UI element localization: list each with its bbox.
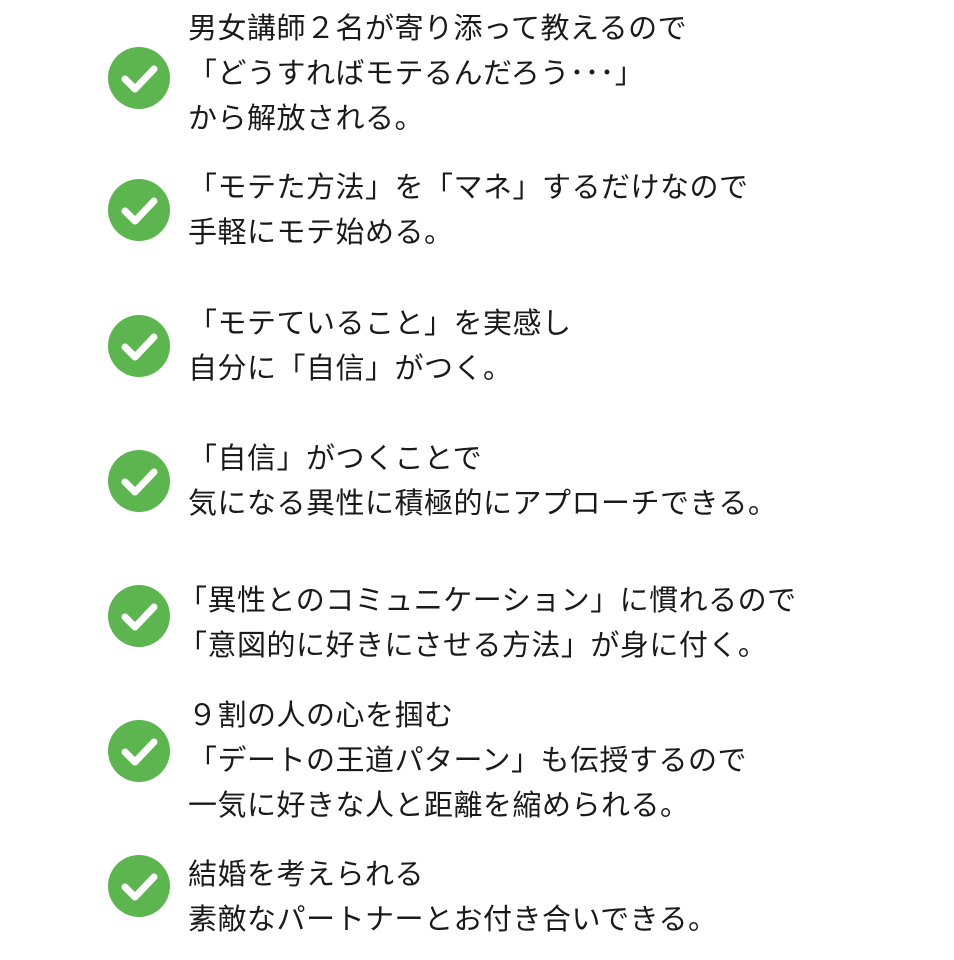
check-circle-icon	[108, 585, 170, 647]
check-circle-icon	[108, 179, 170, 241]
benefit-line: 自分に「自信」がつく。	[188, 351, 513, 385]
benefit-line: 「モテた方法」を「マネ」するだけなので	[188, 170, 749, 204]
check-circle-icon	[108, 450, 170, 512]
check-circle-icon	[108, 855, 170, 917]
benefit-line: から解放される。	[188, 101, 425, 135]
benefit-line: ９割の人の心を掴む	[188, 698, 454, 732]
benefit-line: 素敵なパートナーとお付き合いできる。	[188, 902, 718, 936]
benefit-text: ９割の人の心を掴む 「デートの王道パターン」も伝授するので 一気に好きな人と距離…	[188, 693, 928, 828]
benefit-line: 「異性とのコミュニケーション」に慣れるので	[178, 583, 797, 617]
benefit-line: 一気に好きな人と距離を縮められる。	[188, 788, 690, 822]
benefit-line: 男女講師２名が寄り添って教えるので	[188, 11, 688, 45]
benefit-text: 「自信」がつくことで 気になる異性に積極的にアプローチできる。	[188, 436, 928, 526]
benefit-line: 「どうすればモテるんだろう･･･」	[188, 56, 645, 90]
benefit-text: 男女講師２名が寄り添って教えるので 「どうすればモテるんだろう･･･」 から解放…	[188, 6, 928, 141]
benefit-text: 「モテた方法」を「マネ」するだけなので 手軽にモテ始める。	[188, 165, 928, 255]
check-circle-icon	[108, 47, 170, 109]
benefit-line: 結婚を考えられる	[188, 857, 425, 891]
benefit-line: 「モテていること」を実感し	[188, 306, 572, 340]
benefit-line: 手軽にモテ始める。	[188, 215, 454, 249]
benefit-text: 「異性とのコミュニケーション」に慣れるので 「意図的に好きにさせる方法」が身に付…	[178, 578, 918, 668]
benefit-text: 結婚を考えられる 素敵なパートナーとお付き合いできる。	[188, 852, 928, 942]
benefit-line: 「自信」がつくことで	[188, 441, 483, 475]
check-circle-icon	[108, 315, 170, 377]
check-circle-icon	[108, 720, 170, 782]
benefit-line: 「デートの王道パターン」も伝授するので	[188, 743, 748, 777]
benefit-text: 「モテていること」を実感し 自分に「自信」がつく。	[188, 301, 928, 391]
benefit-line: 「意図的に好きにさせる方法」が身に付く。	[178, 628, 768, 662]
benefit-line: 気になる異性に積極的にアプローチできる。	[188, 486, 778, 520]
